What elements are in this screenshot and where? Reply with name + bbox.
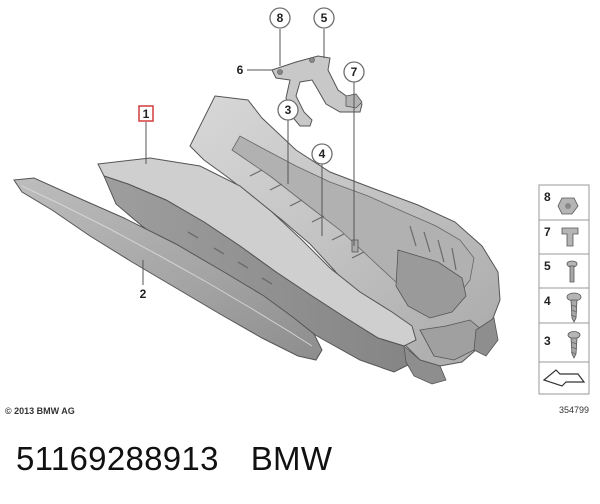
diagram-reference-number: 354799 xyxy=(559,405,589,415)
parts-diagram: 1 2 3 4 5 6 7 8 8 7 xyxy=(5,7,590,416)
leader-lines xyxy=(142,29,355,285)
legend-item-8: 8 xyxy=(544,190,579,215)
svg-text:4: 4 xyxy=(544,294,551,308)
callout-7: 7 xyxy=(343,61,365,83)
svg-text:3: 3 xyxy=(544,334,551,348)
fastener-legend: 8 7 5 4 3 xyxy=(538,184,590,395)
callout-5: 5 xyxy=(313,7,335,29)
svg-text:4: 4 xyxy=(319,147,326,161)
legend-item-3: 3 xyxy=(544,331,581,359)
side-trim-panel xyxy=(13,177,323,361)
svg-text:8: 8 xyxy=(277,11,284,25)
callout-4: 4 xyxy=(311,143,333,165)
svg-text:1: 1 xyxy=(143,107,150,121)
legend-arrow-icon xyxy=(542,369,586,387)
copyright-text: © 2013 BMW AG xyxy=(5,406,75,416)
callout-2: 2 xyxy=(140,287,147,301)
svg-text:3: 3 xyxy=(285,103,292,117)
svg-text:6: 6 xyxy=(237,63,244,77)
callout-1: 1 xyxy=(138,105,154,122)
legend-item-5: 5 xyxy=(544,259,578,283)
part-caption: 51169288913 BMW xyxy=(16,440,332,478)
svg-text:5: 5 xyxy=(321,11,328,25)
callout-8: 8 xyxy=(269,7,291,29)
svg-text:8: 8 xyxy=(544,190,551,204)
center-console-carrier xyxy=(97,95,501,385)
legend-item-7: 7 xyxy=(544,225,579,247)
svg-text:2: 2 xyxy=(140,287,147,301)
svg-text:7: 7 xyxy=(544,225,551,239)
callout-6: 6 xyxy=(237,63,244,77)
svg-text:7: 7 xyxy=(351,65,358,79)
callout-3: 3 xyxy=(277,99,299,121)
part-number: 51169288913 xyxy=(16,440,219,477)
screw-fastener xyxy=(351,239,359,253)
legend-item-4: 4 xyxy=(544,292,582,323)
svg-text:5: 5 xyxy=(544,259,551,273)
brand-name: BMW xyxy=(250,440,333,477)
